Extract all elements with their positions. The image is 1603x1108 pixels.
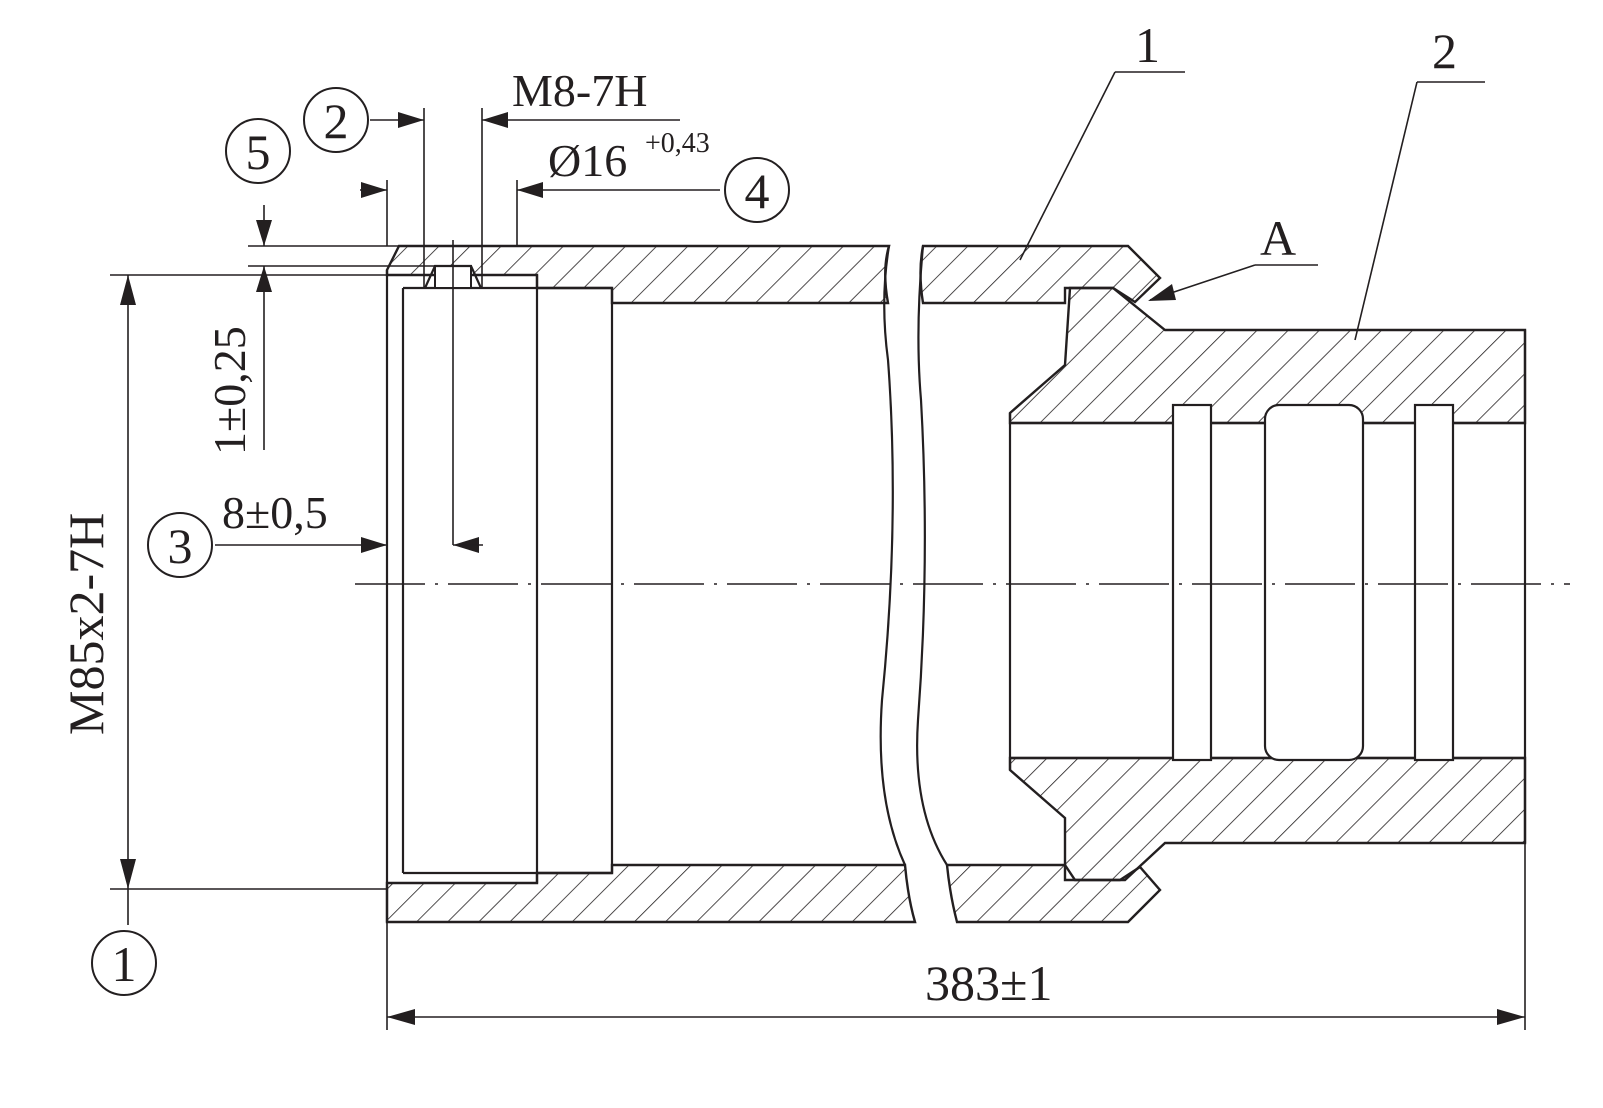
- balloon-2: [303, 87, 369, 153]
- m8-hole: [423, 240, 483, 545]
- label-diameter: Ø16: [548, 135, 627, 186]
- label-offset: 8±0,5: [222, 487, 328, 538]
- balloon-3: [147, 512, 213, 578]
- part-1-label: 1: [1135, 17, 1160, 73]
- tube-bore-lines: [385, 270, 614, 922]
- balloon-4-label: 4: [745, 163, 770, 219]
- detail-a-label: A: [1260, 210, 1296, 266]
- leader-detail-a: [1148, 264, 1318, 301]
- balloon-1: [91, 930, 157, 996]
- leader-part-1: [1019, 71, 1185, 261]
- balloon-3-label: 3: [168, 518, 193, 574]
- label-m8-thread: M8-7H: [512, 65, 647, 116]
- balloon-5-label: 5: [246, 124, 271, 180]
- balloon-2-label: 2: [324, 93, 349, 149]
- label-diameter-tol: +0,43: [645, 128, 710, 159]
- leader-part-2: [1354, 81, 1485, 341]
- balloon-4: [724, 157, 790, 223]
- label-depth: 1±0,25: [204, 326, 255, 455]
- dim-m8-thread: [370, 108, 680, 246]
- label-length: 383±1: [925, 955, 1052, 1011]
- tube-top-wall-right: [919, 244, 1162, 305]
- part-2-label: 2: [1432, 23, 1457, 79]
- dim-diameter: [360, 180, 720, 246]
- balloon-1-label: 1: [112, 936, 137, 992]
- label-m85-thread: M85x2-7H: [58, 513, 114, 735]
- dim-offset: [215, 537, 483, 553]
- balloon-5: [225, 118, 291, 184]
- fitting-top-wall: [1008, 286, 1527, 425]
- break-lines: [879, 245, 948, 866]
- fitting-bore: [1008, 330, 1527, 843]
- fitting-bottom-wall: [1008, 756, 1527, 882]
- dim-length: [386, 843, 1526, 1030]
- dim-m85-thread: [110, 274, 387, 925]
- dim-depth: [248, 205, 520, 450]
